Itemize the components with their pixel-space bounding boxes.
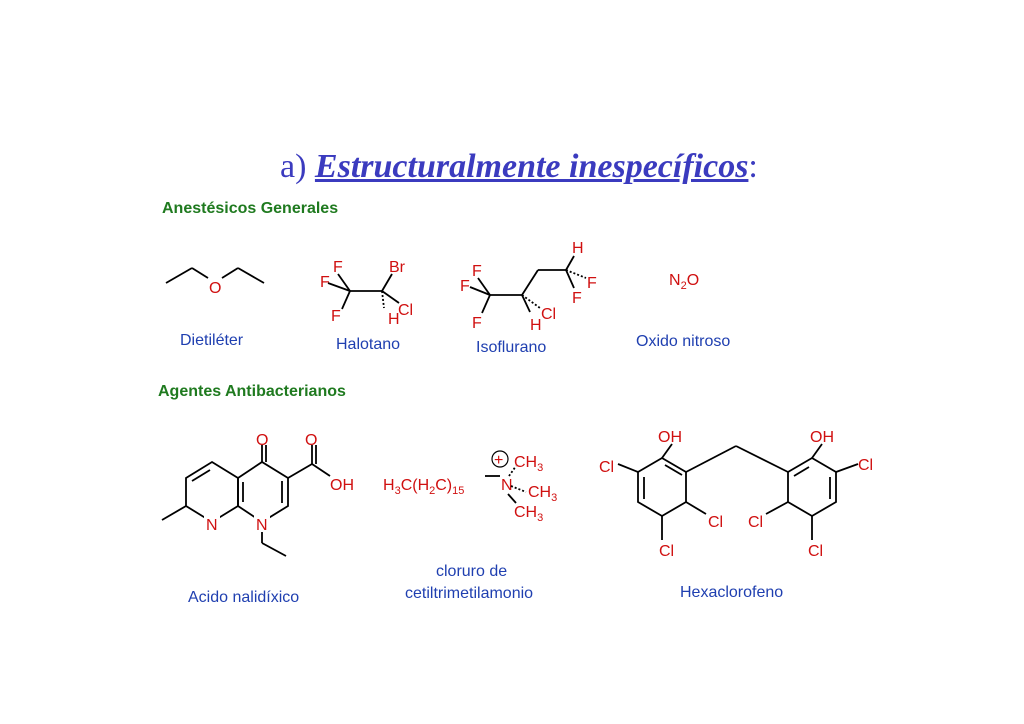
structure-cetiltrimetilamonio: H3C(H2C)15 N + CH3 CH3 CH3 — [383, 450, 557, 524]
structure-dietileter: O — [165, 267, 265, 297]
atom-label: N — [501, 477, 513, 494]
atom-label: F — [587, 275, 597, 292]
atom-label: F — [331, 308, 341, 325]
caption-cloruro-line1: cloruro de — [436, 563, 508, 580]
caption-cloruro-line2: cetiltrimetilamonio — [405, 585, 534, 602]
atom-label: F — [460, 278, 470, 295]
atom-label: N — [206, 517, 218, 534]
section-antibacterials: Agentes Antibacterianos — [158, 383, 346, 400]
atom-label: Cl — [599, 459, 614, 476]
charge-label: + — [494, 452, 503, 469]
title-prefix: a) — [280, 148, 315, 185]
atom-label: Cl — [748, 514, 763, 531]
atom-label: F — [320, 274, 330, 291]
atom-label: CH3 — [528, 484, 557, 504]
atom-label: O — [305, 432, 317, 449]
atom-label: O — [256, 432, 268, 449]
structure-halotano: F F F Br Cl H — [320, 259, 413, 328]
structure-isoflurano: F F F H Cl H F F — [460, 240, 597, 334]
caption-hexaclorofeno: Hexaclorofeno — [680, 584, 784, 601]
atom-label: Cl — [708, 514, 723, 531]
atom-label: OH — [658, 429, 682, 446]
atom-label: O — [209, 280, 221, 297]
caption-dietileter: Dietiléter — [180, 332, 244, 349]
atom-label: H — [388, 311, 400, 328]
atom-label: F — [333, 259, 343, 276]
atom-label: OH — [810, 429, 834, 446]
atom-label: H — [572, 240, 584, 257]
caption-halotano: Halotano — [336, 336, 401, 353]
atom-label: N — [256, 517, 268, 534]
atom-label: F — [472, 315, 482, 332]
title-suffix: : — [748, 148, 758, 185]
atom-label: CH3 — [514, 504, 543, 524]
caption-oxido-nitroso: Oxido nitroso — [636, 333, 731, 350]
section-anesthetics: Anestésicos Generales — [162, 200, 339, 217]
caption-acido-nalidixico: Acido nalidíxico — [188, 589, 300, 606]
atom-label: H — [530, 317, 542, 334]
atom-label: OH — [330, 477, 354, 494]
atom-label: N2O — [669, 272, 699, 292]
atom-label: Cl — [808, 543, 823, 560]
title-emphasis: Estructuralmente inespecíficos — [314, 148, 749, 185]
atom-label: Br — [389, 259, 406, 276]
atom-label: CH3 — [514, 454, 543, 474]
atom-label: F — [572, 290, 582, 307]
caption-isoflurano: Isoflurano — [476, 339, 547, 356]
atom-label: Cl — [659, 543, 674, 560]
page-title: a) Estructuralmente inespecíficos: — [280, 148, 758, 186]
structure-oxido-nitroso: N2O — [669, 272, 699, 292]
atom-label: H3C(H2C)15 — [383, 477, 464, 497]
structure-acido-nalidixico: N N O O OH — [161, 432, 354, 557]
structure-hexaclorofeno: OH OH Cl Cl Cl Cl Cl Cl — [599, 429, 873, 560]
atom-label: Cl — [398, 302, 413, 319]
atom-label: Cl — [858, 457, 873, 474]
atom-label: Cl — [541, 306, 556, 323]
atom-label: F — [472, 263, 482, 280]
